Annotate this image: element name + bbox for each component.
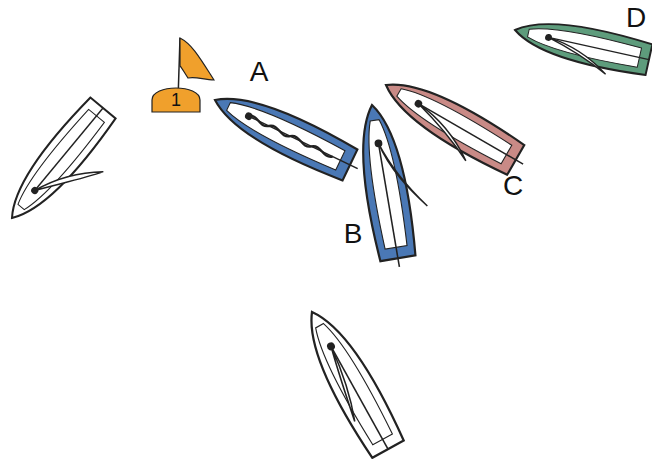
boat [0, 96, 134, 244]
boat-letter: D [626, 4, 646, 32]
boat [207, 82, 367, 186]
boat-letter: C [503, 172, 523, 200]
mark-number: 1 [171, 91, 181, 109]
boat-letter: A [250, 58, 269, 86]
mark-buoy [152, 38, 214, 112]
boat [373, 68, 533, 186]
boat [294, 302, 406, 459]
boat-letter: B [344, 220, 363, 248]
